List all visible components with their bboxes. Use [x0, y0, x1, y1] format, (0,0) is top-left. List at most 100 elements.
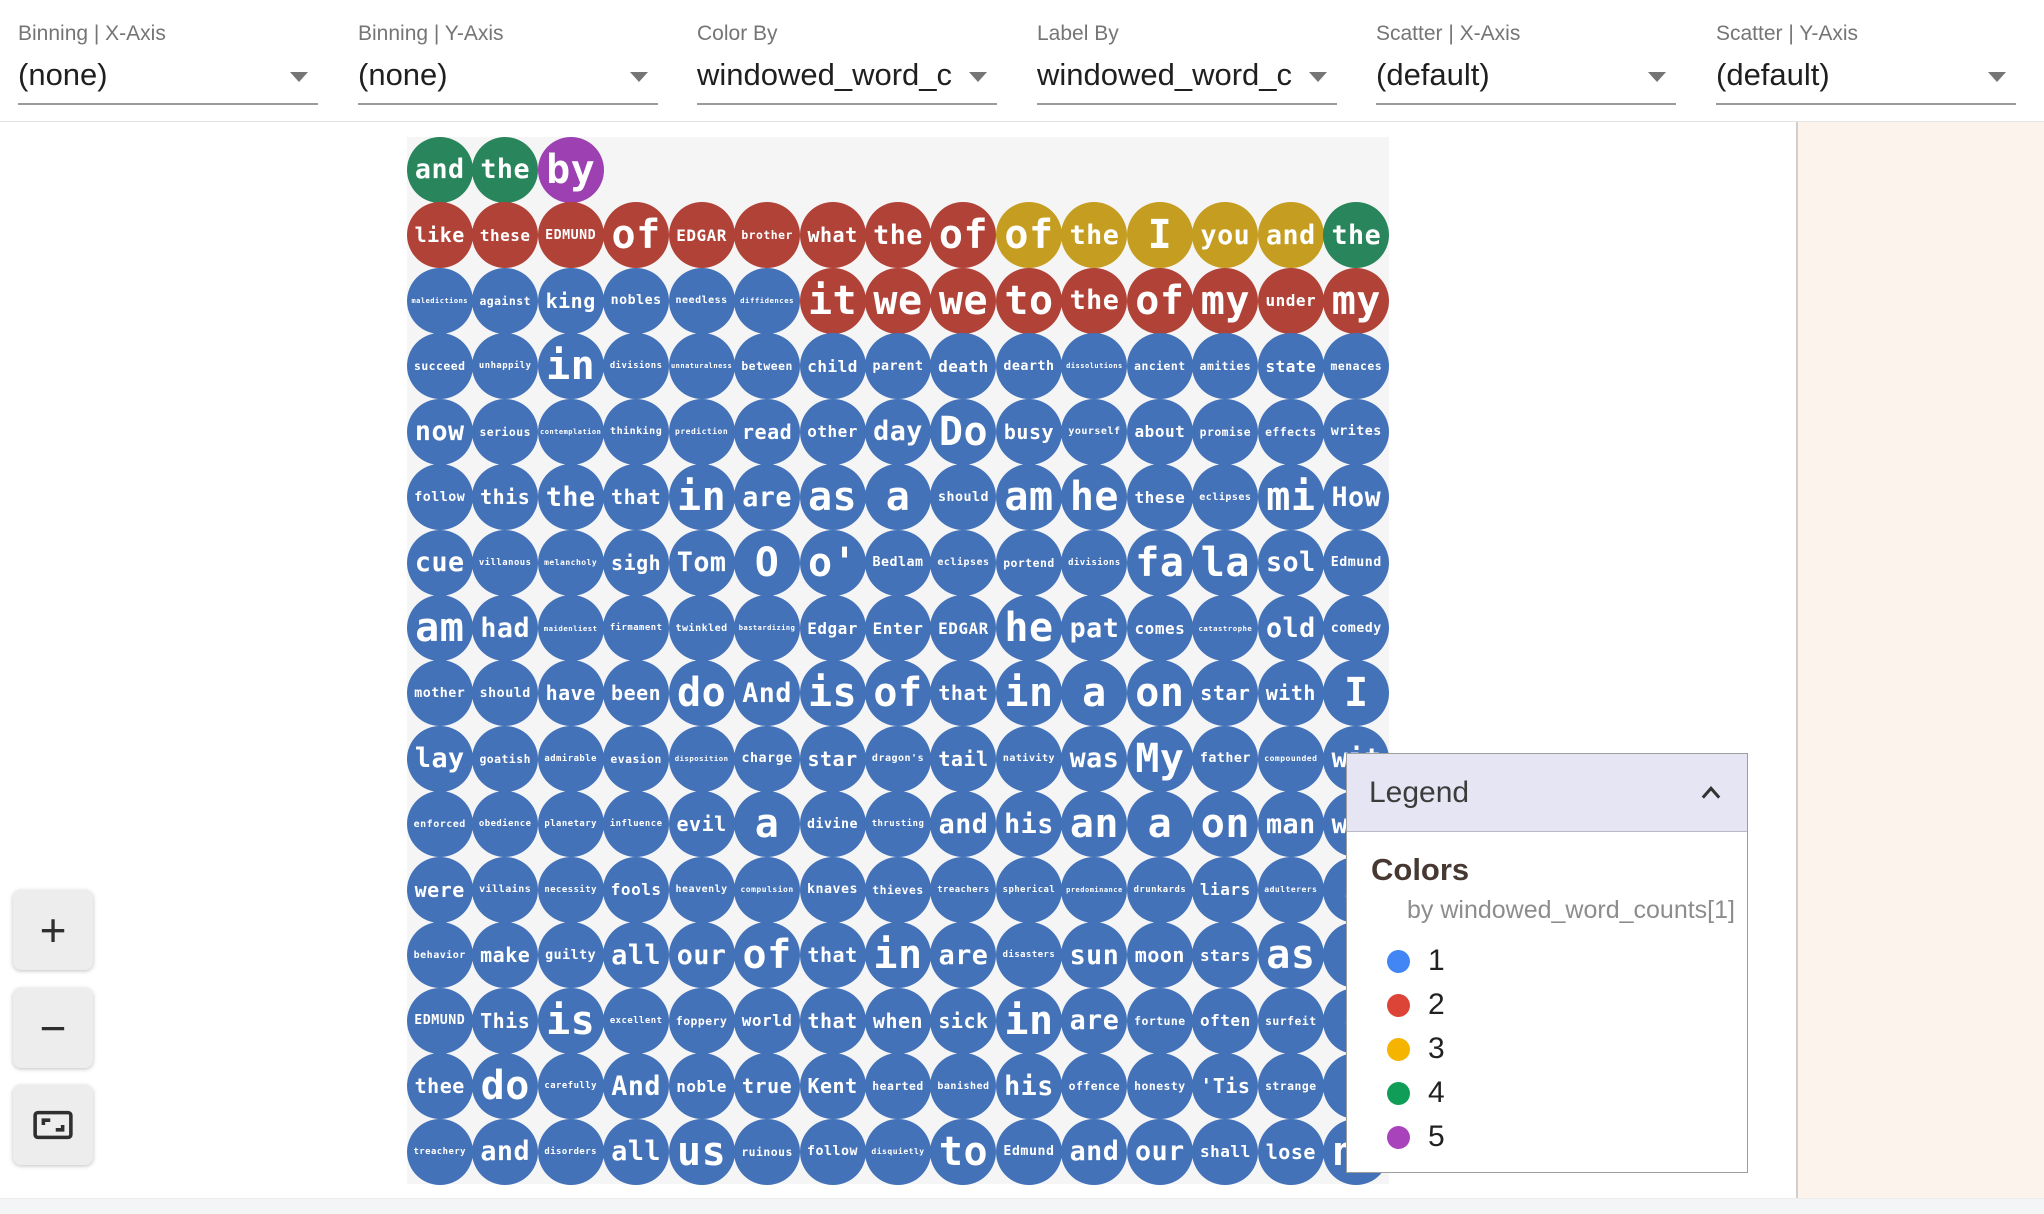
word-circle[interactable]: comedy: [1323, 595, 1390, 662]
word-circle[interactable]: we: [930, 267, 997, 334]
word-circle[interactable]: My: [1126, 725, 1193, 792]
word-circle[interactable]: world: [734, 987, 801, 1054]
word-circle[interactable]: other: [799, 398, 866, 465]
word-circle[interactable]: liars: [1192, 856, 1259, 923]
word-circle[interactable]: cue: [406, 529, 473, 596]
word-circle[interactable]: with: [1257, 660, 1324, 727]
word-circle[interactable]: the: [472, 136, 539, 203]
word-circle[interactable]: villanous: [472, 529, 539, 596]
word-circle[interactable]: compulsion: [734, 856, 801, 923]
word-circle[interactable]: Edmund: [995, 1118, 1062, 1185]
word-circle[interactable]: of: [1126, 267, 1193, 334]
word-circle[interactable]: drunkards: [1126, 856, 1193, 923]
chevron-down-icon[interactable]: [1648, 72, 1666, 82]
word-circle[interactable]: evil: [668, 791, 735, 858]
word-circle[interactable]: us: [668, 1118, 735, 1185]
word-circle[interactable]: melancholy: [537, 529, 604, 596]
word-circle[interactable]: disposition: [668, 725, 735, 792]
word-circle[interactable]: a: [865, 464, 932, 531]
word-circle[interactable]: of: [865, 660, 932, 727]
word-circle[interactable]: dragon's: [865, 725, 932, 792]
chevron-down-icon[interactable]: [630, 72, 648, 82]
word-circle[interactable]: and: [1061, 1118, 1128, 1185]
word-circle[interactable]: these: [1126, 464, 1193, 531]
word-circle[interactable]: am: [406, 595, 473, 662]
word-circle[interactable]: are: [734, 464, 801, 531]
word-circle[interactable]: a: [1061, 660, 1128, 727]
word-circle[interactable]: my: [1192, 267, 1259, 334]
filter-dropdown-scatter-y-axis[interactable]: Scatter | Y-Axis(default): [1716, 0, 2016, 110]
word-circle[interactable]: maidenliest: [537, 595, 604, 662]
word-circle[interactable]: maledictions: [406, 267, 473, 334]
word-circle[interactable]: and: [1257, 202, 1324, 269]
word-circle[interactable]: when: [865, 987, 932, 1054]
word-circle[interactable]: in: [995, 987, 1062, 1054]
word-circle[interactable]: the: [1323, 202, 1390, 269]
word-circle[interactable]: dissolutions: [1061, 333, 1128, 400]
word-circle[interactable]: had: [472, 595, 539, 662]
word-circle[interactable]: have: [537, 660, 604, 727]
filter-dropdown-binning-y-axis[interactable]: Binning | Y-Axis(none): [358, 0, 658, 110]
word-circle[interactable]: and: [930, 791, 997, 858]
word-circle[interactable]: carefully: [537, 1053, 604, 1120]
word-circle[interactable]: needless: [668, 267, 735, 334]
word-circle[interactable]: foppery: [668, 987, 735, 1054]
word-circle[interactable]: thee: [406, 1053, 473, 1120]
word-circle[interactable]: to: [995, 267, 1062, 334]
word-circle[interactable]: effects: [1257, 398, 1324, 465]
word-circle[interactable]: Enter: [865, 595, 932, 662]
word-circle[interactable]: spherical: [995, 856, 1062, 923]
word-circle[interactable]: Edmund: [1323, 529, 1390, 596]
chevron-up-icon[interactable]: [1697, 782, 1725, 804]
word-circle[interactable]: should: [930, 464, 997, 531]
word-circle[interactable]: of: [603, 202, 670, 269]
word-circle[interactable]: I: [1323, 660, 1390, 727]
word-circle[interactable]: as: [1257, 922, 1324, 989]
word-circle[interactable]: my: [1323, 267, 1390, 334]
word-circle[interactable]: diffidences: [734, 267, 801, 334]
word-circle[interactable]: under: [1257, 267, 1324, 334]
word-circle[interactable]: you: [1192, 202, 1259, 269]
word-circle[interactable]: the: [865, 202, 932, 269]
word-circle[interactable]: disquietly: [865, 1118, 932, 1185]
word-circle[interactable]: the: [1061, 202, 1128, 269]
word-circle[interactable]: influence: [603, 791, 670, 858]
word-circle[interactable]: Do: [930, 398, 997, 465]
word-circle[interactable]: Bedlam: [865, 529, 932, 596]
word-circle[interactable]: between: [734, 333, 801, 400]
word-circle[interactable]: the: [1061, 267, 1128, 334]
dropdown-value[interactable]: (default): [1716, 57, 1830, 92]
word-circle[interactable]: he: [1061, 464, 1128, 531]
word-circle[interactable]: enforced: [406, 791, 473, 858]
word-circle[interactable]: brother: [734, 202, 801, 269]
word-circle[interactable]: sigh: [603, 529, 670, 596]
dropdown-value[interactable]: (none): [358, 57, 448, 92]
word-circle[interactable]: I: [1126, 202, 1193, 269]
word-circle[interactable]: day: [865, 398, 932, 465]
filter-dropdown-scatter-x-axis[interactable]: Scatter | X-Axis(default): [1376, 0, 1676, 110]
word-circle[interactable]: is: [799, 660, 866, 727]
word-circle[interactable]: should: [472, 660, 539, 727]
fit-screen-button[interactable]: [13, 1085, 93, 1165]
word-circle[interactable]: unhappily: [472, 333, 539, 400]
word-circle[interactable]: disorders: [537, 1118, 604, 1185]
word-circle[interactable]: Kent: [799, 1053, 866, 1120]
word-circle[interactable]: adulterers: [1257, 856, 1324, 923]
word-circle[interactable]: And: [734, 660, 801, 727]
word-circle[interactable]: that: [799, 922, 866, 989]
word-circle[interactable]: man: [1257, 791, 1324, 858]
word-circle[interactable]: banished: [930, 1053, 997, 1120]
word-circle[interactable]: Edgar: [799, 595, 866, 662]
word-circle[interactable]: lay: [406, 725, 473, 792]
word-circle[interactable]: ancient: [1126, 333, 1193, 400]
word-circle[interactable]: to: [930, 1118, 997, 1185]
word-circle[interactable]: amities: [1192, 333, 1259, 400]
word-circle[interactable]: obedience: [472, 791, 539, 858]
word-circle[interactable]: villains: [472, 856, 539, 923]
word-circle[interactable]: comes: [1126, 595, 1193, 662]
word-circle[interactable]: prediction: [668, 398, 735, 465]
word-circle[interactable]: this: [472, 464, 539, 531]
word-circle[interactable]: we: [865, 267, 932, 334]
